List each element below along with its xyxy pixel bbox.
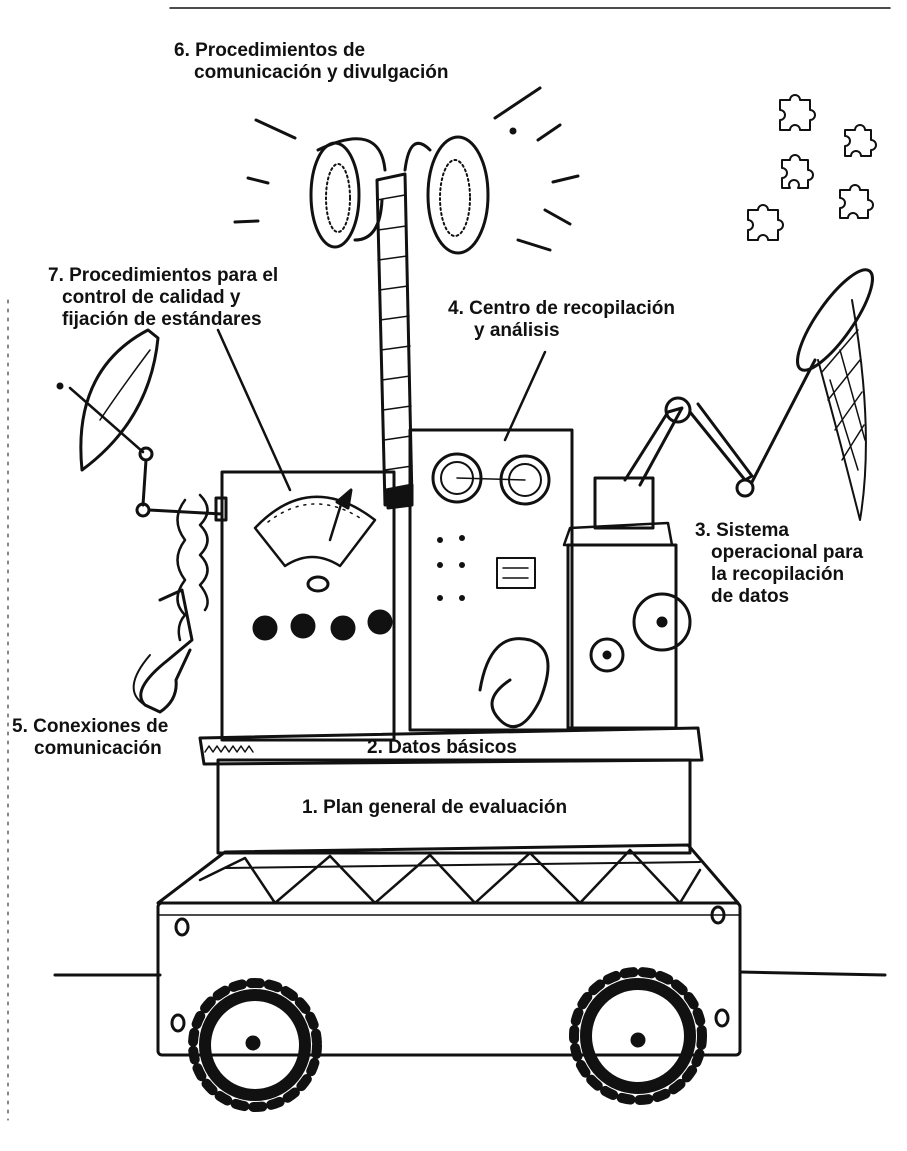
leader-line-4 (503, 350, 547, 442)
label-5-line-2: comunicación (34, 738, 162, 759)
label-2-basic-data: 2. Datos básicos (367, 737, 517, 759)
label-5-line-1: 5. Conexiones de (12, 716, 169, 737)
telephone (132, 493, 209, 714)
label-7-line-2: control de calidad y (62, 287, 241, 308)
leader-line-7 (216, 328, 292, 492)
ground-line (53, 970, 887, 977)
left-speaker (309, 137, 387, 249)
right-wheel (569, 967, 707, 1105)
sound-lines (233, 86, 580, 252)
satellite-dish (56, 328, 228, 522)
left-wheel (188, 978, 322, 1112)
label-3-operational-system: 3. Sistema operacional para la recopilac… (695, 520, 863, 608)
label-7-line-3: fijación de estándares (62, 309, 262, 330)
leader-lines (216, 328, 547, 492)
label-6-communication-procedures: 6. Procedimientos de comunicación y divu… (174, 40, 448, 84)
control-panel (220, 470, 396, 742)
label-3-line-4: de datos (711, 586, 790, 607)
butterfly-net (796, 268, 874, 521)
communication-tower (375, 172, 414, 510)
label-1-evaluation-plan: 1. Plan general de evaluación (302, 797, 567, 819)
label-3-line-2: operacional para (711, 542, 864, 563)
analysis-cabinet (408, 428, 574, 732)
right-speaker (403, 135, 490, 255)
label-4-line-1: 4. Centro de recopilación (448, 298, 675, 319)
base-box (216, 758, 692, 855)
label-3-line-1: 3. Sistema (695, 520, 789, 541)
truss-frame (156, 843, 740, 905)
label-7-quality-control: 7. Procedimientos para el control de cal… (48, 265, 278, 331)
label-7-line-1: 7. Procedimientos para el (48, 265, 279, 286)
label-2-line-1: 2. Datos básicos (367, 737, 517, 758)
label-5-communication-connections: 5. Conexiones de comunicación (12, 716, 168, 760)
data-collection-unit (562, 476, 692, 730)
robotic-arm (623, 358, 817, 498)
puzzle-pieces (747, 94, 877, 241)
label-6-line-1: 6. Procedimientos de (174, 40, 366, 61)
label-4-analysis-center: 4. Centro de recopilación y análisis (448, 298, 675, 342)
cart-chassis (156, 901, 742, 1057)
label-1-line-1: 1. Plan general de evaluación (302, 797, 568, 818)
label-3-line-3: la recopilación (711, 564, 845, 585)
label-4-line-2: y análisis (474, 320, 560, 341)
label-6-line-2: comunicación y divulgación (194, 62, 449, 83)
